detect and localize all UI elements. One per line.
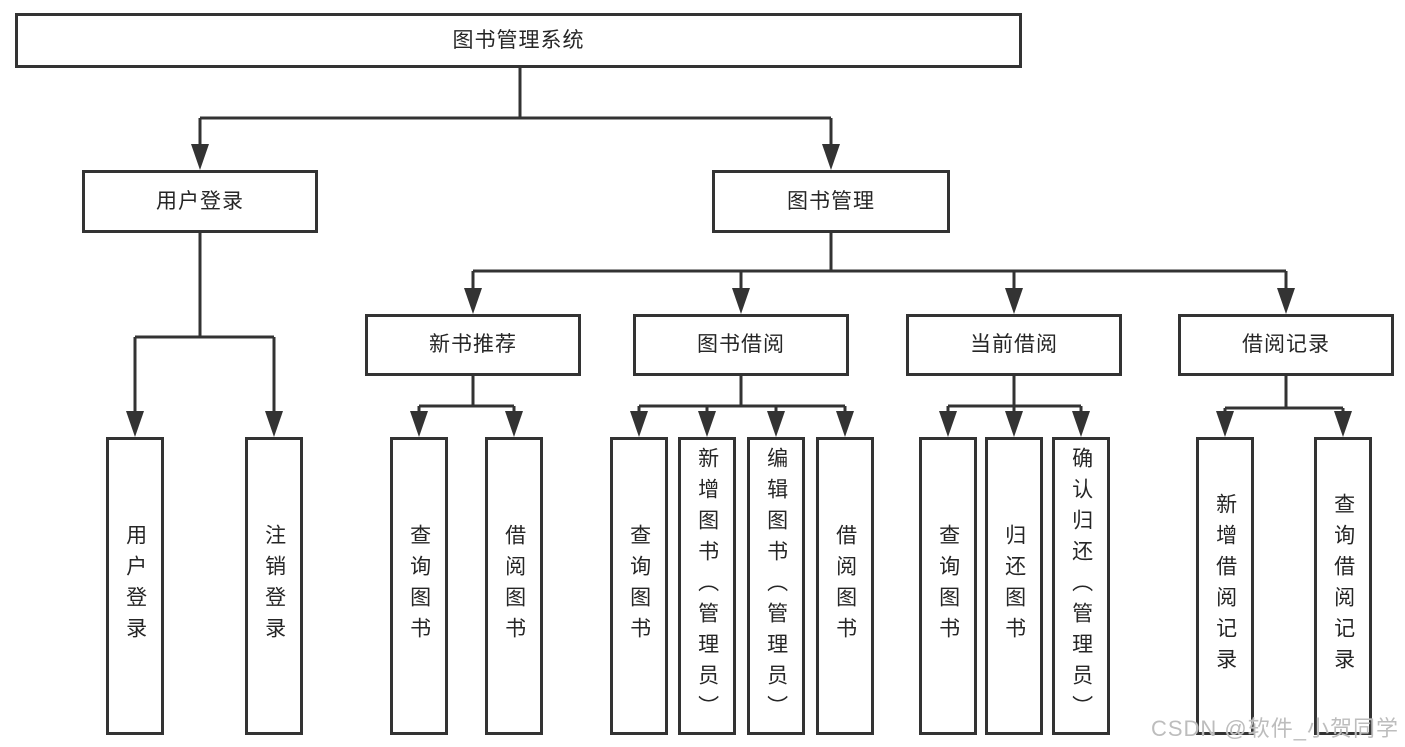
leaf-user-login: 用户登录 [106, 437, 164, 735]
node-book-borrow: 图书借阅 [633, 314, 849, 376]
leaf-borrow-book-2: 借阅图书 [816, 437, 874, 735]
leaf-add-book: 新增图书（管理员） [678, 437, 736, 735]
node-user-login: 用户登录 [82, 170, 318, 233]
node-current-borrow: 当前借阅 [906, 314, 1122, 376]
leaf-confirm-return: 确认归还（管理员） [1052, 437, 1110, 735]
node-new-book-recommend: 新书推荐 [365, 314, 581, 376]
leaf-edit-book: 编辑图书（管理员） [747, 437, 805, 735]
leaf-query-book-3: 查询图书 [919, 437, 977, 735]
node-root: 图书管理系统 [15, 13, 1022, 68]
leaf-borrow-book-1: 借阅图书 [485, 437, 543, 735]
leaf-query-borrow-record: 查询借阅记录 [1314, 437, 1372, 735]
csdn-watermark: CSDN @软件_小贺同学 [1150, 716, 1399, 741]
leaf-add-borrow-record: 新增借阅记录 [1196, 437, 1254, 735]
leaf-logout: 注销登录 [245, 437, 303, 735]
leaf-return-book: 归还图书 [985, 437, 1043, 735]
node-borrow-records: 借阅记录 [1178, 314, 1394, 376]
node-book-management: 图书管理 [712, 170, 950, 233]
leaf-query-book-1: 查询图书 [390, 437, 448, 735]
leaf-query-book-2: 查询图书 [610, 437, 668, 735]
